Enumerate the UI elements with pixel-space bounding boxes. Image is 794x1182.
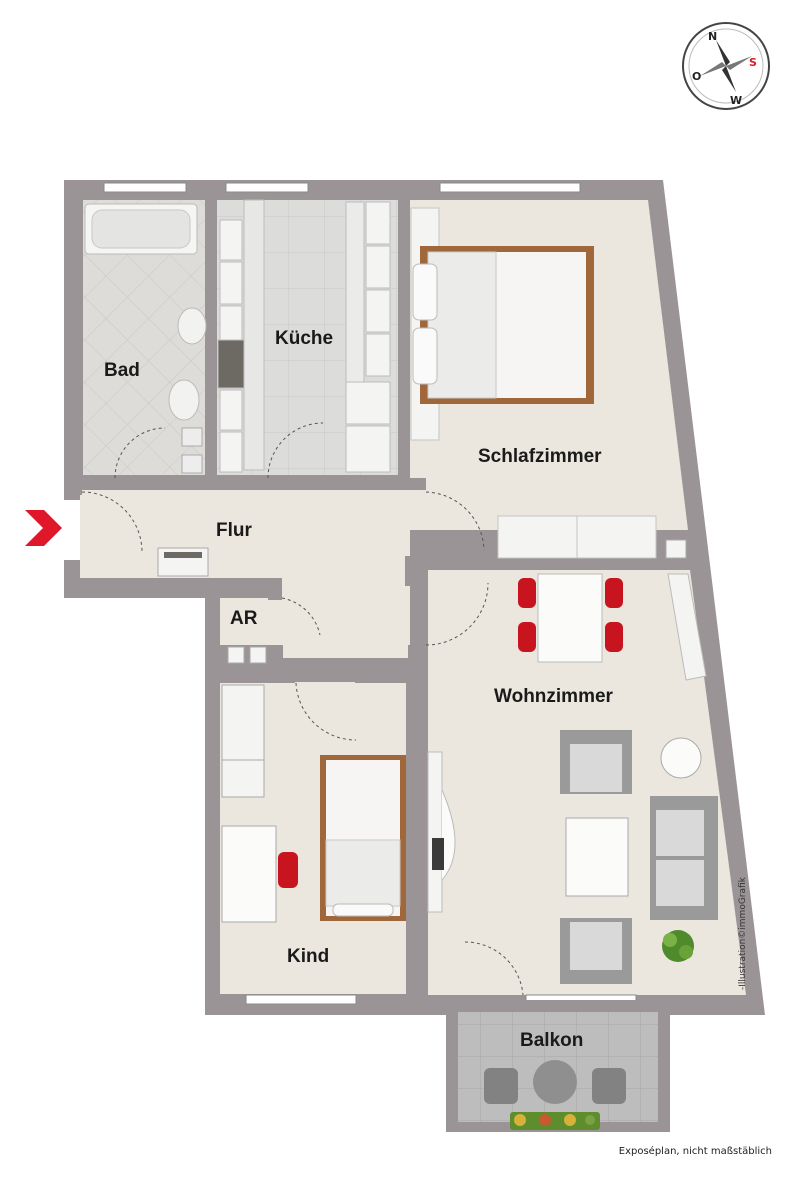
entrance-arrow-icon: [25, 510, 62, 546]
balcony-chair-right: [592, 1068, 626, 1104]
compass-label-n: N: [708, 30, 717, 43]
toilet: [168, 379, 200, 421]
kitchen-units: [217, 199, 391, 473]
balcony: [446, 1000, 670, 1132]
room-label-flur: Flur: [216, 520, 252, 541]
side-table: [660, 737, 702, 779]
room-label-kueche: Küche: [275, 328, 333, 349]
compass-label-o: O: [692, 70, 701, 83]
dining-set: [518, 573, 623, 663]
kids-room-furniture: [221, 684, 406, 923]
compass-label-s: S: [749, 56, 757, 69]
room-label-ar: AR: [230, 608, 258, 629]
tv: [432, 838, 444, 870]
compass-label-w: W: [730, 94, 742, 107]
chair: [605, 622, 623, 652]
storage-shelf: [227, 646, 267, 664]
tv-board: [427, 751, 443, 913]
plant-box: [510, 1112, 600, 1130]
room-label-wohnzimmer: Wohnzimmer: [494, 686, 614, 707]
credit-text: -Illustration©immoGrafik: [738, 877, 748, 990]
chair: [605, 578, 623, 608]
chair: [518, 622, 536, 652]
interior-walls: [64, 180, 695, 995]
room-label-schlafzimmer: Schlafzimmer: [478, 446, 602, 467]
plant-icon: [662, 930, 694, 962]
footer-note: Exposéplan, nicht maßstäblich: [618, 1146, 772, 1157]
balcony-chair-left: [484, 1068, 518, 1104]
washbasin: [177, 307, 207, 345]
shelf: [667, 573, 707, 681]
wardrobe: [221, 684, 265, 798]
room-label-bad: Bad: [104, 360, 140, 381]
room-label-balkon: Balkon: [520, 1030, 583, 1051]
bedroom-furniture: [410, 207, 687, 559]
chair: [518, 578, 536, 608]
compass-icon: N S W O: [682, 22, 770, 110]
bathroom-fixtures: [84, 203, 207, 474]
room-label-kind: Kind: [287, 946, 329, 967]
doors: [81, 422, 524, 996]
living-furniture: [427, 573, 718, 984]
coffee-table: [565, 817, 629, 897]
desk-chair: [278, 852, 298, 888]
desk: [221, 825, 277, 923]
dining-table: [537, 573, 603, 663]
hallway-furniture: [157, 547, 209, 577]
windows: [103, 182, 637, 1005]
